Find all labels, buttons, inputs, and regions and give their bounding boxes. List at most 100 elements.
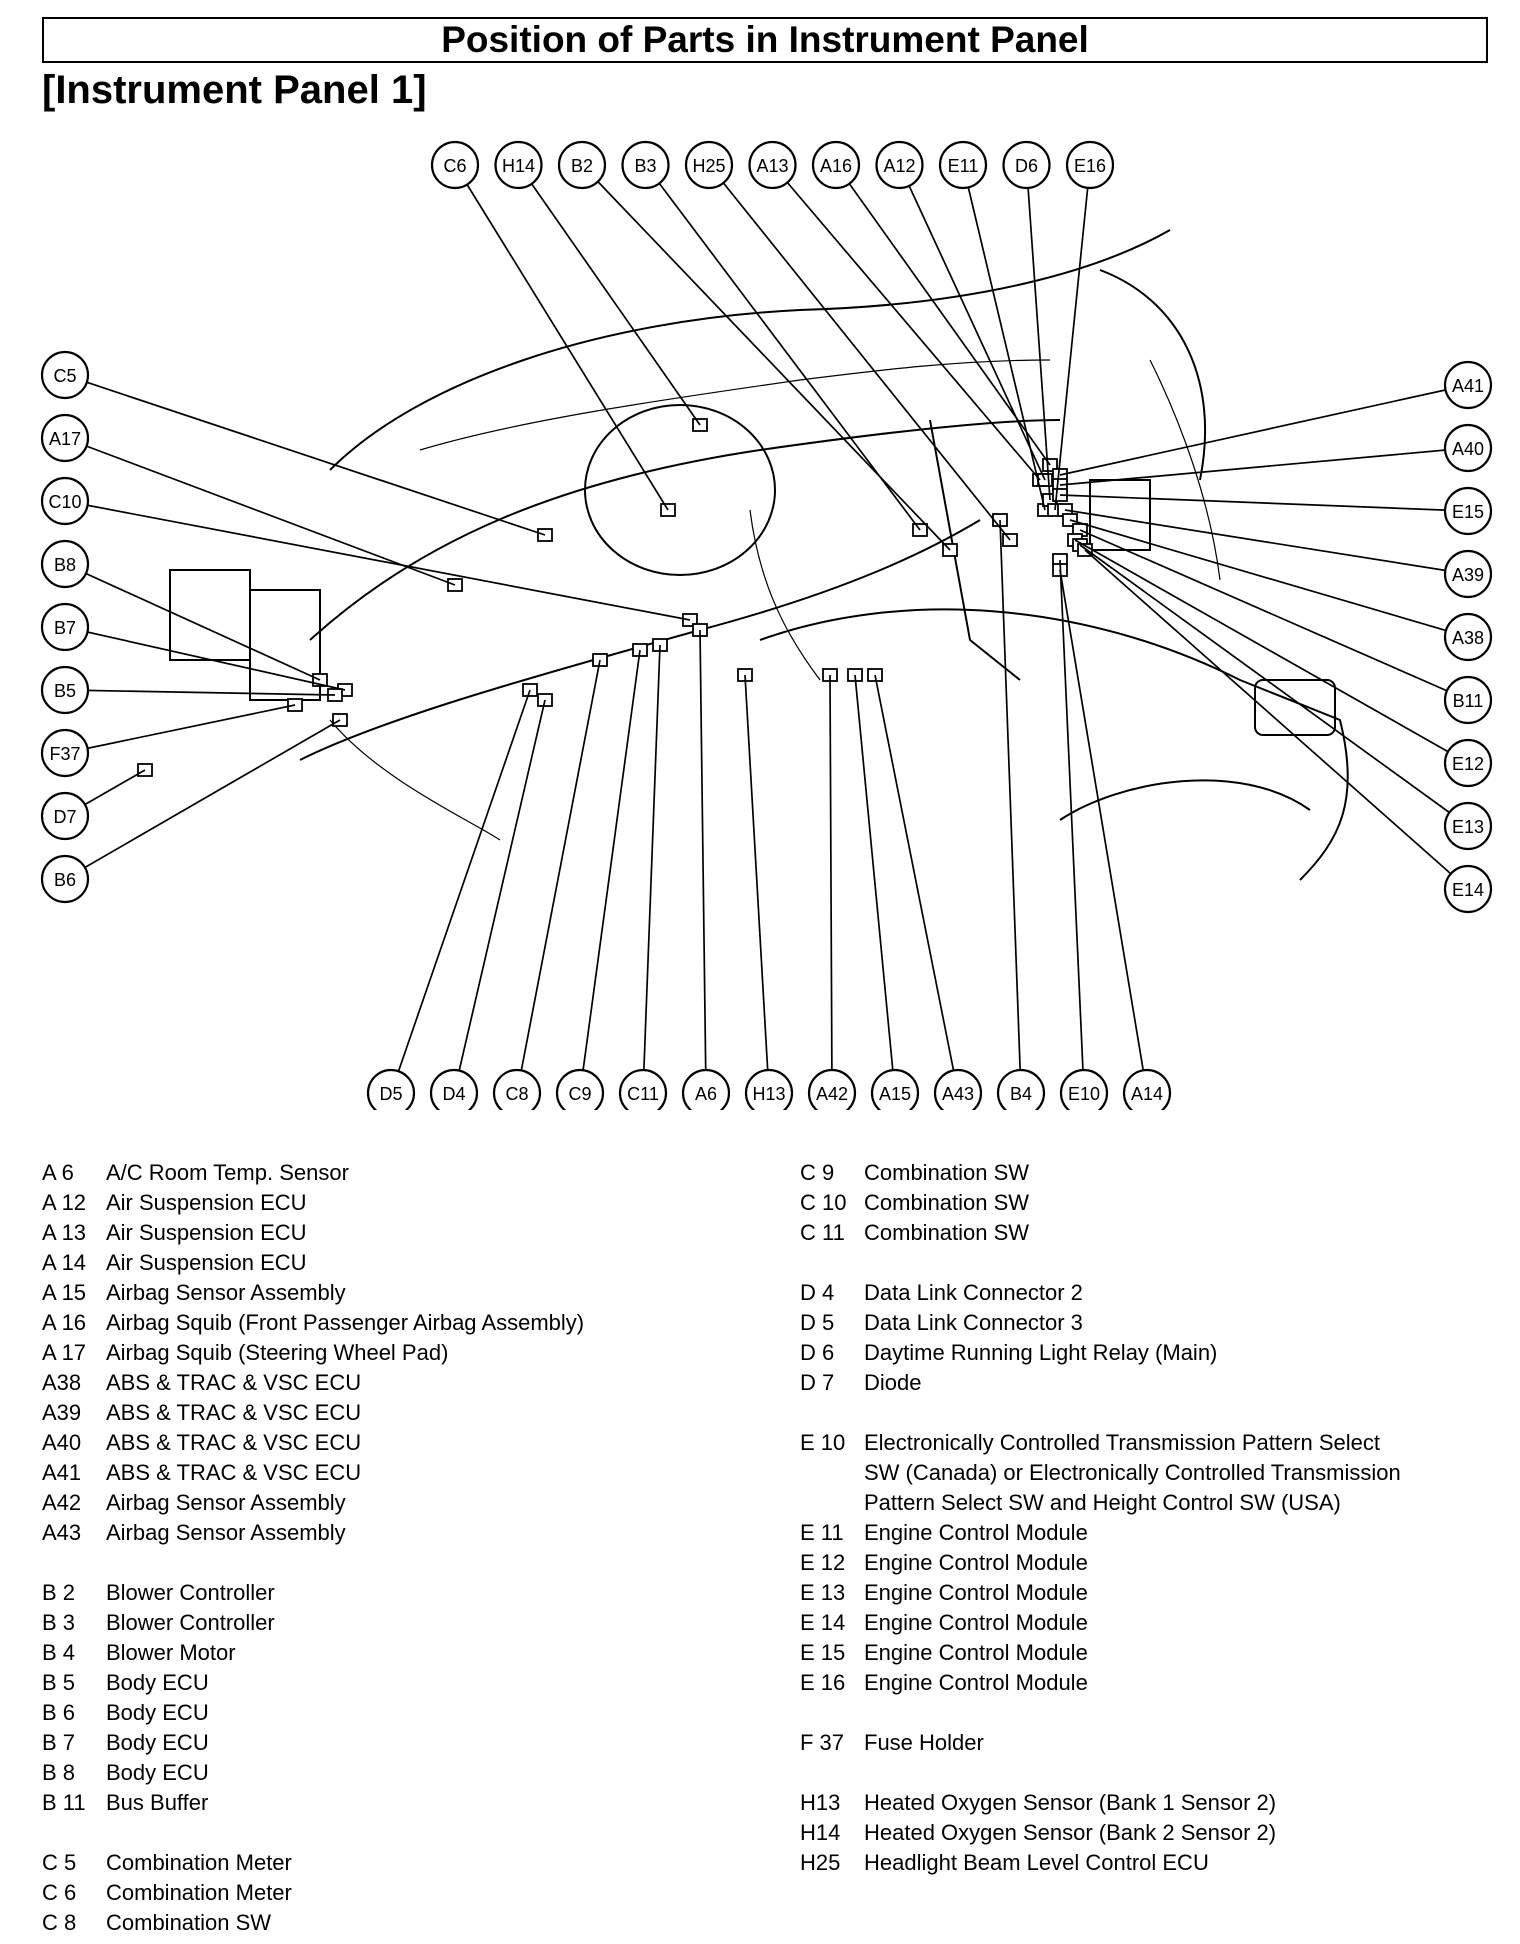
leader-line — [64, 626, 346, 691]
legend-code: E 13 — [800, 1580, 846, 1605]
legend-description: ABS & TRAC & VSC ECU — [106, 1460, 362, 1485]
legend-description: Body ECU — [106, 1700, 209, 1725]
legend-description: Combination Meter — [106, 1880, 292, 1905]
callout-circle — [1443, 423, 1493, 473]
callout-label: A6 — [695, 1084, 717, 1104]
callout-circle — [555, 1068, 605, 1110]
callout-circle — [1002, 140, 1051, 190]
leader-line — [829, 674, 833, 1094]
callout-label: B2 — [571, 156, 593, 176]
legend-code: E 16 — [800, 1670, 846, 1695]
callout-e14: E14 — [1443, 864, 1493, 914]
leader-line — [708, 164, 1011, 541]
callout-label: B6 — [54, 870, 76, 890]
legend-description: Data Link Connector 3 — [864, 1310, 1083, 1335]
callout-label: B11 — [1453, 691, 1484, 711]
legend-code: D 7 — [800, 1370, 835, 1395]
callout-d7: D7 — [40, 791, 90, 841]
callout-label: C11 — [627, 1084, 659, 1104]
callout-circle — [748, 140, 797, 190]
wire-harness-top — [419, 359, 1051, 451]
leader-line — [1059, 384, 1469, 476]
callout-label: D7 — [53, 807, 76, 827]
legend-code: E 15 — [800, 1640, 846, 1665]
legend-description: Airbag Squib (Front Passenger Airbag Ass… — [106, 1310, 585, 1335]
legend-code — [800, 1458, 864, 1488]
leader-line — [1079, 529, 1469, 701]
callout-a17: A17 — [40, 413, 90, 463]
legend-code: A42 — [42, 1490, 82, 1515]
callout-c9: C9 — [555, 1068, 605, 1110]
leader-line — [64, 704, 296, 754]
callout-circle — [494, 140, 543, 190]
leader-line — [1084, 549, 1469, 890]
legend-code: B 11 — [42, 1790, 86, 1815]
legend-description: Fuse Holder — [864, 1730, 984, 1755]
legend-code: B 2 — [42, 1580, 76, 1605]
legend-code: A41 — [42, 1460, 82, 1485]
legend-description: ABS & TRAC & VSC ECU — [106, 1370, 362, 1395]
page-subtitle: [Instrument Panel 1] — [42, 68, 427, 112]
legend-code: C 8 — [42, 1910, 77, 1935]
callout-e11: E11 — [938, 140, 988, 190]
legend-code: A43 — [42, 1520, 82, 1545]
legend-spacer — [800, 1758, 1500, 1788]
legend-code: E 12 — [800, 1550, 846, 1575]
callout-label: C6 — [443, 156, 466, 176]
center-console — [759, 608, 1349, 881]
leader-line — [579, 649, 641, 1094]
callout-d5: D5 — [366, 1068, 416, 1110]
callout-b8: B8 — [40, 539, 90, 589]
callout-label: H13 — [752, 1084, 785, 1104]
legend-description: Daytime Running Light Relay (Main) — [864, 1340, 1218, 1365]
leader-lines — [64, 164, 1469, 1094]
callout-a42: A42 — [807, 1068, 857, 1110]
callout-b3: B3 — [621, 140, 670, 190]
leader-line — [517, 164, 701, 426]
callout-label: E14 — [1452, 880, 1484, 900]
callout-label: A40 — [1452, 439, 1484, 459]
callout-circle — [40, 791, 90, 841]
dash-lower-contour — [299, 519, 981, 761]
callout-label: H25 — [692, 156, 725, 176]
fuse-block — [169, 569, 251, 661]
callout-label: B4 — [1010, 1084, 1032, 1104]
legend-code: A 17 — [42, 1340, 87, 1365]
callout-circle — [811, 140, 861, 190]
callout-label: A39 — [1452, 565, 1484, 585]
callout-label: F37 — [49, 744, 80, 764]
legend-code: F 37 — [800, 1730, 845, 1755]
leader-line — [390, 689, 531, 1094]
steering-column-shroud — [584, 404, 776, 576]
callout-a38: A38 — [1443, 612, 1493, 662]
leader-line — [1059, 447, 1469, 486]
callout-h25: H25 — [684, 140, 734, 190]
callout-b7: B7 — [40, 602, 90, 652]
leader-line — [1074, 539, 1469, 764]
dash-right-corner — [1099, 269, 1207, 481]
callout-label: E10 — [1068, 1084, 1100, 1104]
callout-circle — [40, 413, 90, 463]
wire-harness-right — [1149, 359, 1221, 581]
legend-code: A 15 — [42, 1280, 87, 1305]
callout-c5: C5 — [40, 350, 90, 400]
legend-code: C 11 — [800, 1220, 845, 1245]
legend-code: A 6 — [42, 1160, 74, 1185]
legend-description: Bus Buffer — [106, 1790, 209, 1815]
legend-description: Electronically Controlled Transmission P… — [864, 1430, 1381, 1455]
callout-circle — [1065, 140, 1115, 190]
callout-label: A43 — [942, 1084, 974, 1104]
legend-description: Body ECU — [106, 1730, 209, 1755]
leader-line — [64, 437, 456, 586]
leader-line — [771, 164, 1041, 481]
